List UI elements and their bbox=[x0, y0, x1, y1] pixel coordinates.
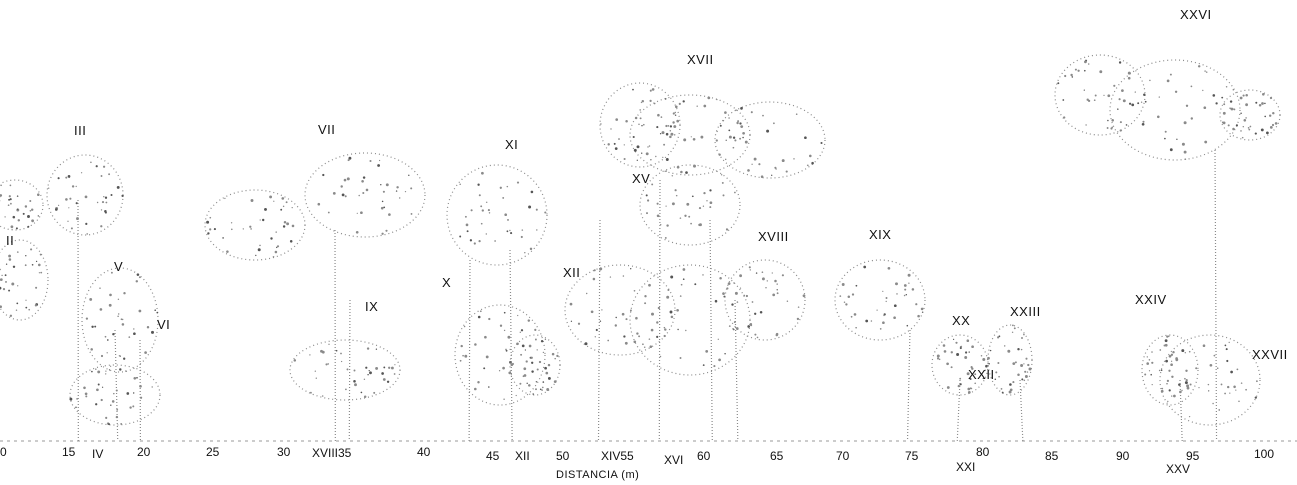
tree-label-ix: IX bbox=[365, 299, 379, 314]
tree-crown bbox=[81, 267, 159, 373]
tree-label-vi: VI bbox=[157, 317, 171, 332]
tree-crown bbox=[834, 259, 926, 341]
tree-crown bbox=[69, 364, 161, 426]
tree-crown bbox=[629, 264, 751, 376]
axis-tick: 25 bbox=[206, 445, 220, 459]
tree-crown bbox=[1159, 334, 1261, 426]
tree-crown bbox=[599, 82, 681, 168]
axis-tick: 100 bbox=[1254, 447, 1275, 461]
tree-trunk bbox=[1214, 149, 1218, 442]
tree-label-xii: XII bbox=[563, 265, 581, 280]
tree-crown bbox=[0, 179, 44, 231]
tree-label-xviii: XVIII bbox=[758, 229, 789, 244]
tree-label-xvii: XVII bbox=[687, 52, 714, 67]
tree-label-iii: III bbox=[74, 123, 87, 138]
tree-trunk bbox=[597, 219, 601, 442]
tree-label-xxiii: XXIII bbox=[1010, 304, 1041, 319]
tree-crown bbox=[1219, 89, 1281, 141]
tree-trunk bbox=[658, 179, 661, 442]
tree-trunks bbox=[77, 149, 1218, 442]
axis-tick: XVI bbox=[664, 453, 684, 467]
tree-crown bbox=[204, 189, 306, 261]
tree-crown bbox=[724, 259, 806, 341]
axis-tick: 30 bbox=[277, 445, 291, 459]
tree-label-x: X bbox=[442, 275, 452, 290]
axis-tick: XIV55 bbox=[601, 449, 634, 463]
axis-tick: 15 bbox=[62, 445, 76, 459]
tree-crown bbox=[564, 264, 676, 356]
axis-tick: 20 bbox=[137, 445, 151, 459]
tree-label-xxvii: XXVII bbox=[1252, 347, 1288, 362]
axis-tick: 40 bbox=[417, 445, 431, 459]
tree-crown bbox=[446, 164, 548, 266]
tree-trunk bbox=[1179, 379, 1183, 442]
axis-tick: 45 bbox=[486, 449, 500, 463]
axis-tick: 95 bbox=[1186, 449, 1200, 463]
tree-crown bbox=[509, 334, 561, 396]
tree-label-xxii: XXII bbox=[968, 367, 995, 382]
tree-crown bbox=[0, 239, 49, 321]
tree-crown bbox=[289, 339, 401, 401]
tree-crown bbox=[1141, 334, 1199, 406]
tree-label-xx: XX bbox=[952, 313, 971, 328]
axis-tick: XII bbox=[515, 449, 530, 463]
axis-tick: 65 bbox=[770, 449, 784, 463]
tree-label-vii: VII bbox=[318, 122, 336, 137]
tree-trunk bbox=[509, 249, 513, 442]
axis-tick: XVIII35 bbox=[312, 446, 352, 460]
tree-crown bbox=[987, 324, 1033, 396]
tree-crown bbox=[46, 154, 124, 236]
tree-crown bbox=[629, 94, 751, 176]
tree-crown bbox=[1054, 54, 1146, 136]
axis-tick: XXV bbox=[1166, 462, 1191, 476]
tree-label-xxvi: XXVI bbox=[1180, 7, 1212, 22]
axis-tick: 80 bbox=[976, 445, 990, 459]
axis-tick: 50 bbox=[556, 449, 570, 463]
axis-tick: 0 bbox=[0, 445, 7, 459]
tree-label-xxiv: XXIV bbox=[1135, 292, 1167, 307]
tree-label-ii: II bbox=[6, 233, 15, 248]
tree-trunk bbox=[468, 259, 471, 442]
tree-label-xv: XV bbox=[632, 171, 651, 186]
axis-tick: XXI bbox=[956, 460, 976, 474]
tree-crown bbox=[639, 164, 741, 246]
tree-crown bbox=[304, 152, 426, 238]
axis-tick: 75 bbox=[905, 449, 919, 463]
tree-label-v: V bbox=[114, 259, 124, 274]
tree-crown bbox=[931, 334, 989, 396]
axis-tick: 85 bbox=[1045, 449, 1059, 463]
tree-trunk bbox=[709, 219, 713, 442]
axis-tick: 90 bbox=[1116, 449, 1130, 463]
axis-tick: 70 bbox=[836, 449, 850, 463]
tree-crown bbox=[454, 304, 546, 406]
tree-trunk bbox=[956, 379, 961, 442]
tree-trunk bbox=[906, 329, 911, 442]
axis-title: DISTANCIA (m) bbox=[556, 469, 640, 481]
tree-crown bbox=[1109, 59, 1241, 161]
tree-crown bbox=[714, 101, 826, 179]
tree-trunk bbox=[1019, 379, 1024, 442]
axis-tick: IV bbox=[92, 447, 104, 461]
axis-tick: 60 bbox=[697, 449, 711, 463]
tree-trunk bbox=[114, 329, 119, 442]
tree-crowns bbox=[0, 54, 1281, 426]
tree-label-xix: XIX bbox=[869, 227, 892, 242]
tree-trunk bbox=[734, 299, 739, 442]
tree-label-xi: XI bbox=[505, 137, 519, 152]
tree-trunk bbox=[348, 299, 351, 442]
